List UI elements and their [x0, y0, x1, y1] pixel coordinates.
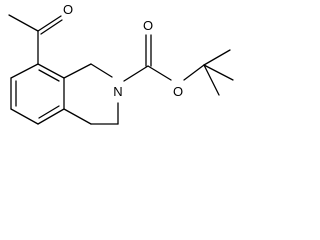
bond-ring-c8-c8a [37, 63, 65, 79]
bond-acetyl-carbonyl-double-a [37, 15, 62, 32]
carbamate-group [123, 34, 205, 82]
bond-ester-o-to-tbu [183, 64, 205, 81]
bond-carbonyl-to-ester-o [147, 65, 172, 81]
bond-acetyl-carbonyl-double-b [40, 19, 63, 35]
saturated-ring [63, 63, 119, 125]
atom-label-ester-oxygen: O [173, 84, 183, 99]
bond-n2-carbonyl [123, 65, 149, 82]
tert-butyl-group [203, 49, 234, 96]
aromatic-ring [10, 63, 65, 125]
bond-ring-inner-1 [38, 69, 60, 82]
bond-ring-c4a-c5 [37, 108, 65, 125]
atom-label-carbonyl-oxygen: O [143, 18, 153, 33]
bond-ring-c5-c6 [10, 108, 39, 125]
bond-ring-inner-2 [38, 105, 60, 119]
bond-ring-c7-c8 [10, 63, 39, 79]
acetyl-group [8, 14, 63, 65]
bond-c1-n2 [90, 63, 113, 78]
bond-c8a-c1 [63, 63, 92, 79]
atom-label-ketone-oxygen: O [63, 2, 73, 17]
atom-label-ring-nitrogen: N [113, 84, 122, 99]
bond-tbu-up [203, 49, 231, 66]
chemical-structure-diagram: O N O O [8, 2, 234, 125]
bond-tbu-right [203, 64, 234, 81]
bond-tbu-down [203, 64, 220, 96]
bond-c4-c4a [63, 108, 92, 125]
bond-acetyl-methyl [8, 14, 39, 32]
